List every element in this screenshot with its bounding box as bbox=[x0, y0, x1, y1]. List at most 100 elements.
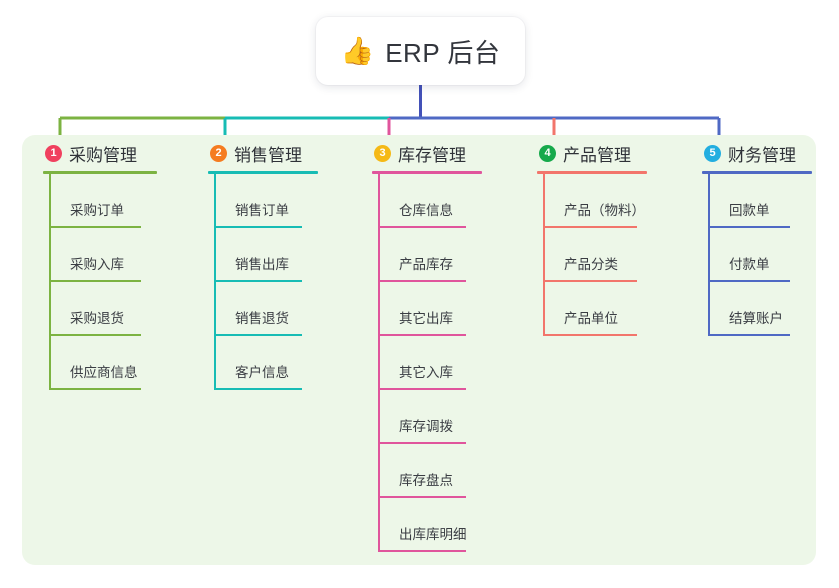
leaf-item[interactable]: 客户信息 bbox=[208, 336, 318, 390]
leaf-rule bbox=[543, 280, 637, 282]
leaf-item[interactable]: 采购订单 bbox=[43, 174, 157, 228]
root-node-content: 👍 ERP 后台 bbox=[341, 33, 501, 70]
leaf-label: 出库库明细 bbox=[399, 527, 467, 542]
leaf-rule bbox=[378, 550, 466, 552]
leaf-rule bbox=[214, 226, 302, 228]
branch-number-badge: 2 bbox=[210, 144, 227, 162]
leaf-item[interactable]: 产品分类 bbox=[537, 228, 647, 282]
branch-1: 1 采购管理采购订单采购入库采购退货供应商信息 bbox=[43, 140, 157, 390]
branches-panel bbox=[22, 135, 816, 565]
branch-header-3[interactable]: 3 库存管理 bbox=[372, 140, 482, 166]
leaf-label: 销售退货 bbox=[235, 311, 289, 326]
branch-4: 4 产品管理产品（物料） 产品分类产品单位 bbox=[537, 140, 647, 336]
leaf-rule bbox=[214, 334, 302, 336]
branch-spine bbox=[708, 174, 710, 336]
root-node[interactable]: 👍 ERP 后台 bbox=[316, 17, 525, 85]
leaf-rule bbox=[708, 334, 790, 336]
leaf-label: 供应商信息 bbox=[70, 365, 138, 380]
branch-3: 3 库存管理仓库信息产品库存其它出库其它入库库存调拨库存盘点出库库明细 bbox=[372, 140, 482, 552]
leaf-label: 采购退货 bbox=[70, 311, 124, 326]
branch-header-rule bbox=[43, 171, 157, 174]
branch-title: 采购管理 bbox=[69, 145, 137, 165]
branch-header-rule bbox=[537, 171, 647, 174]
leaf-item[interactable]: 付款单 bbox=[702, 228, 812, 282]
leaf-list: 采购订单采购入库采购退货供应商信息 bbox=[43, 174, 157, 390]
leaf-item[interactable]: 产品（物料） bbox=[537, 174, 647, 228]
leaf-item[interactable]: 产品单位 bbox=[537, 282, 647, 336]
leaf-label: 回款单 bbox=[729, 203, 770, 218]
leaf-rule bbox=[49, 334, 141, 336]
leaf-item[interactable]: 仓库信息 bbox=[372, 174, 482, 228]
leaf-label: 仓库信息 bbox=[399, 203, 453, 218]
leaf-label: 采购订单 bbox=[70, 203, 124, 218]
branch-2: 2 销售管理销售订单销售出库销售退货客户信息 bbox=[208, 140, 318, 390]
branch-header-rule bbox=[372, 171, 482, 174]
branch-title: 产品管理 bbox=[563, 145, 631, 165]
branch-number-badge: 5 bbox=[704, 144, 721, 162]
branch-spine bbox=[543, 174, 545, 336]
leaf-item[interactable]: 产品库存 bbox=[372, 228, 482, 282]
branch-number-badge: 3 bbox=[374, 144, 391, 162]
leaf-rule bbox=[378, 388, 466, 390]
leaf-rule bbox=[708, 226, 790, 228]
leaf-list: 产品（物料） 产品分类产品单位 bbox=[537, 174, 647, 336]
leaf-rule bbox=[378, 442, 466, 444]
leaf-label: 产品分类 bbox=[564, 257, 618, 272]
branch-header-rule bbox=[702, 171, 812, 174]
leaf-label: 产品（物料） bbox=[564, 203, 645, 218]
branch-header-1[interactable]: 1 采购管理 bbox=[43, 140, 157, 166]
leaf-item[interactable]: 回款单 bbox=[702, 174, 812, 228]
leaf-label: 客户信息 bbox=[235, 365, 289, 380]
leaf-item[interactable]: 其它入库 bbox=[372, 336, 482, 390]
leaf-label: 采购入库 bbox=[70, 257, 124, 272]
branch-header-5[interactable]: 5 财务管理 bbox=[702, 140, 812, 166]
leaf-rule bbox=[378, 334, 466, 336]
leaf-item[interactable]: 结算账户 bbox=[702, 282, 812, 336]
leaf-label: 付款单 bbox=[729, 257, 770, 272]
branch-title: 财务管理 bbox=[728, 145, 796, 165]
leaf-item[interactable]: 销售退货 bbox=[208, 282, 318, 336]
leaf-rule bbox=[214, 388, 302, 390]
leaf-rule bbox=[49, 388, 141, 390]
leaf-rule bbox=[708, 280, 790, 282]
leaf-rule bbox=[49, 280, 141, 282]
branch-number-badge: 1 bbox=[45, 144, 62, 162]
leaf-label: 产品库存 bbox=[399, 257, 453, 272]
leaf-item[interactable]: 出库库明细 bbox=[372, 498, 482, 552]
leaf-label: 销售出库 bbox=[235, 257, 289, 272]
leaf-rule bbox=[378, 280, 466, 282]
branch-title: 销售管理 bbox=[234, 145, 302, 165]
leaf-list: 销售订单销售出库销售退货客户信息 bbox=[208, 174, 318, 390]
leaf-rule bbox=[49, 226, 141, 228]
leaf-item[interactable]: 其它出库 bbox=[372, 282, 482, 336]
leaf-label: 库存调拨 bbox=[399, 419, 453, 434]
branch-header-4[interactable]: 4 产品管理 bbox=[537, 140, 647, 166]
leaf-item[interactable]: 供应商信息 bbox=[43, 336, 157, 390]
leaf-item[interactable]: 库存盘点 bbox=[372, 444, 482, 498]
leaf-rule bbox=[543, 334, 637, 336]
leaf-label: 结算账户 bbox=[729, 311, 783, 326]
branch-spine bbox=[378, 174, 380, 552]
leaf-label: 其它出库 bbox=[399, 311, 453, 326]
leaf-rule bbox=[378, 496, 466, 498]
branch-number-badge: 4 bbox=[539, 144, 556, 162]
branch-spine bbox=[214, 174, 216, 390]
root-node-title: ERP 后台 bbox=[385, 37, 501, 68]
leaf-rule bbox=[543, 226, 637, 228]
leaf-item[interactable]: 销售订单 bbox=[208, 174, 318, 228]
leaf-label: 其它入库 bbox=[399, 365, 453, 380]
branch-spine bbox=[49, 174, 51, 390]
leaf-item[interactable]: 采购入库 bbox=[43, 228, 157, 282]
branch-title: 库存管理 bbox=[398, 145, 466, 165]
leaf-rule bbox=[378, 226, 466, 228]
thumbs-up-icon: 👍 bbox=[340, 35, 375, 67]
leaf-item[interactable]: 销售出库 bbox=[208, 228, 318, 282]
leaf-label: 库存盘点 bbox=[399, 473, 453, 488]
leaf-list: 仓库信息产品库存其它出库其它入库库存调拨库存盘点出库库明细 bbox=[372, 174, 482, 552]
branch-header-rule bbox=[208, 171, 318, 174]
leaf-item[interactable]: 采购退货 bbox=[43, 282, 157, 336]
branch-header-2[interactable]: 2 销售管理 bbox=[208, 140, 318, 166]
leaf-item[interactable]: 库存调拨 bbox=[372, 390, 482, 444]
